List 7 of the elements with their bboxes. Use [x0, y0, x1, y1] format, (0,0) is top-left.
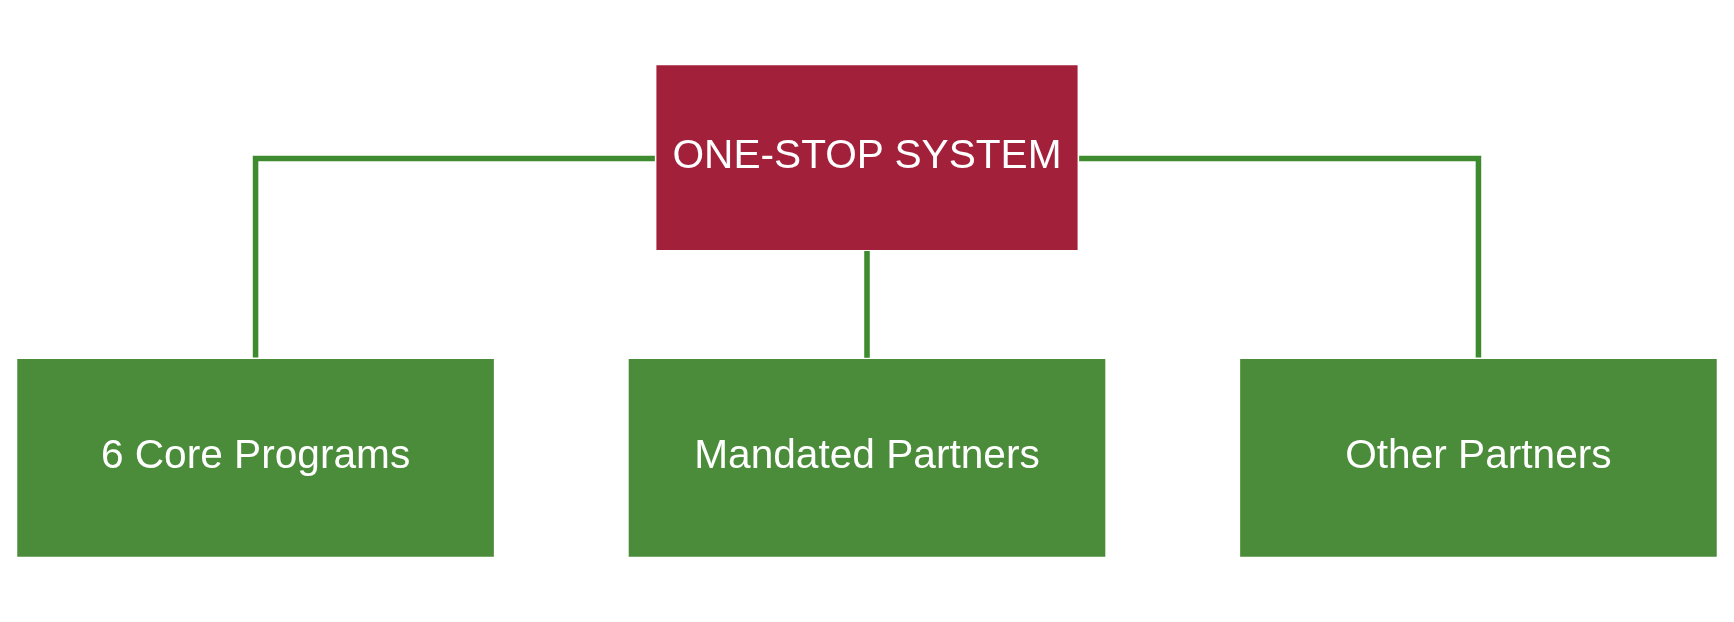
connector — [1079, 155, 1482, 358]
connector — [252, 155, 655, 358]
node-box: Other Partners — [1238, 357, 1719, 559]
node-box: ONE-STOP SYSTEM — [654, 63, 1080, 252]
node-box: 6 Core Programs — [15, 357, 496, 559]
connector — [864, 251, 870, 358]
node-box: Mandated Partners — [626, 357, 1108, 559]
